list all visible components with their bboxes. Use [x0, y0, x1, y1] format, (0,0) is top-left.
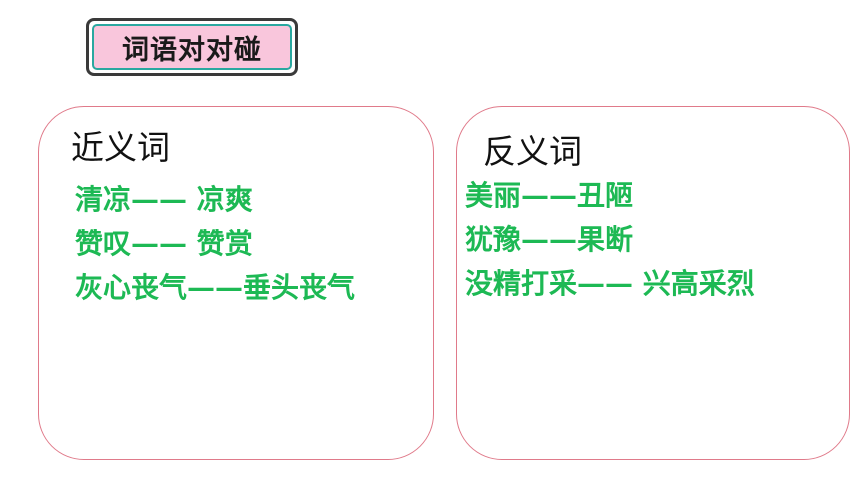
title-badge: 词语对对碰	[86, 18, 298, 76]
antonyms-panel: 反义词 美丽——丑陋 犹豫——果断 没精打采—— 兴高采烈	[456, 106, 850, 460]
synonyms-panel: 近义词 清凉—— 凉爽 赞叹—— 赞赏 灰心丧气——垂头丧气	[38, 106, 434, 460]
synonyms-list: 清凉—— 凉爽 赞叹—— 赞赏 灰心丧气——垂头丧气	[75, 178, 355, 310]
synonyms-heading: 近义词	[71, 128, 170, 167]
synonym-pair: 清凉—— 凉爽	[75, 183, 253, 216]
antonym-pair: 犹豫——果断	[465, 223, 634, 256]
antonym-pair: 美丽——丑陋	[465, 179, 634, 212]
antonyms-list: 美丽——丑陋 犹豫——果断 没精打采—— 兴高采烈	[465, 174, 755, 306]
antonyms-heading: 反义词	[483, 132, 582, 171]
page-title: 词语对对碰	[122, 34, 262, 66]
synonym-pair: 赞叹—— 赞赏	[75, 227, 253, 260]
title-badge-inner: 词语对对碰	[92, 24, 292, 70]
synonym-pair: 灰心丧气——垂头丧气	[75, 271, 356, 304]
antonym-pair: 没精打采—— 兴高采烈	[465, 267, 755, 300]
